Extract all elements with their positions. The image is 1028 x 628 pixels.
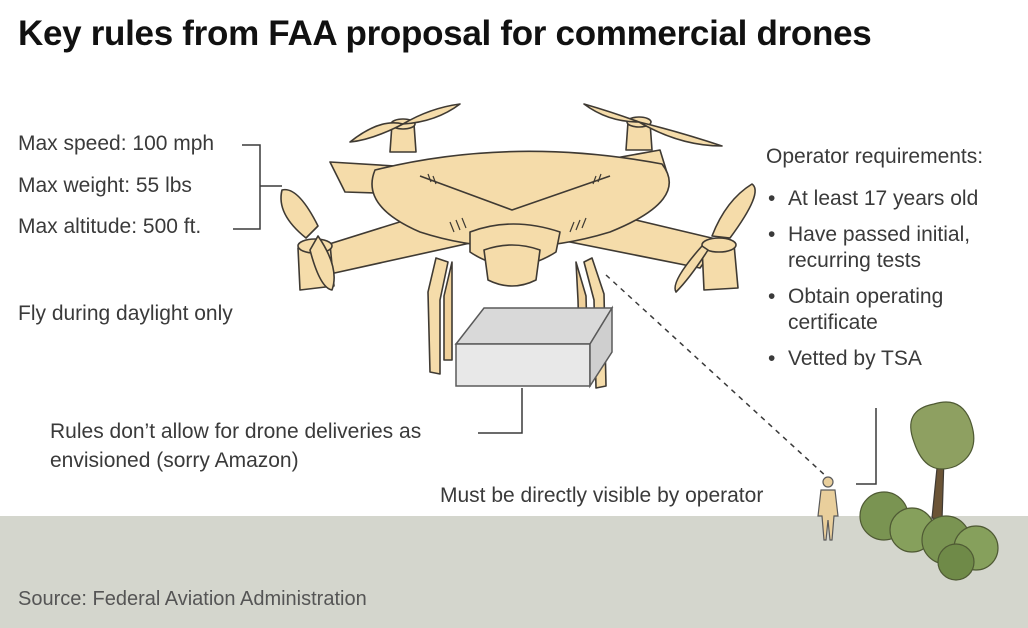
leader-lines: [233, 144, 877, 485]
source-note: Source: Federal Aviation Administration: [18, 588, 367, 610]
drone-icon: [280, 103, 756, 389]
operator-person-icon: [817, 476, 839, 541]
list-item: •At least 17 years old: [768, 187, 979, 210]
max-altitude-label: Max altitude: 500 ft.: [18, 215, 202, 238]
requirements-leader: [856, 408, 877, 485]
limits-bracket: [233, 144, 261, 230]
package-icon: [454, 305, 614, 389]
bullet-icon: •: [768, 285, 776, 308]
max-weight-label: Max weight: 55 lbs: [18, 174, 192, 197]
tree-icon: [910, 401, 975, 521]
max-speed-label: Max speed: 100 mph: [18, 132, 215, 155]
page-title: Key rules from FAA proposal for commerci…: [18, 14, 872, 53]
list-item: •Obtain operating certificate: [768, 285, 944, 334]
visibility-label: Must be directly visible by operator: [440, 484, 764, 507]
operator-requirements-list: •At least 17 years old •Have passed init…: [768, 186, 978, 382]
list-item: •Have passed initial, recurring tests: [768, 223, 971, 272]
line-of-sight-dashes: [605, 274, 829, 479]
bullet-icon: •: [768, 347, 776, 370]
bush-icon: [859, 491, 999, 581]
deliveries-line-2: envisioned (sorry Amazon): [50, 449, 299, 472]
bullet-icon: •: [768, 223, 776, 246]
list-item: •Vetted by TSA: [768, 347, 922, 370]
daylight-label: Fly during daylight only: [18, 302, 233, 325]
deliveries-leader: [478, 388, 523, 434]
bullet-icon: •: [768, 187, 776, 210]
ground-band: [0, 516, 1028, 628]
operator-requirements-heading: Operator requirements:: [766, 145, 984, 168]
deliveries-line-1: Rules don’t allow for drone deliveries a…: [50, 420, 422, 443]
